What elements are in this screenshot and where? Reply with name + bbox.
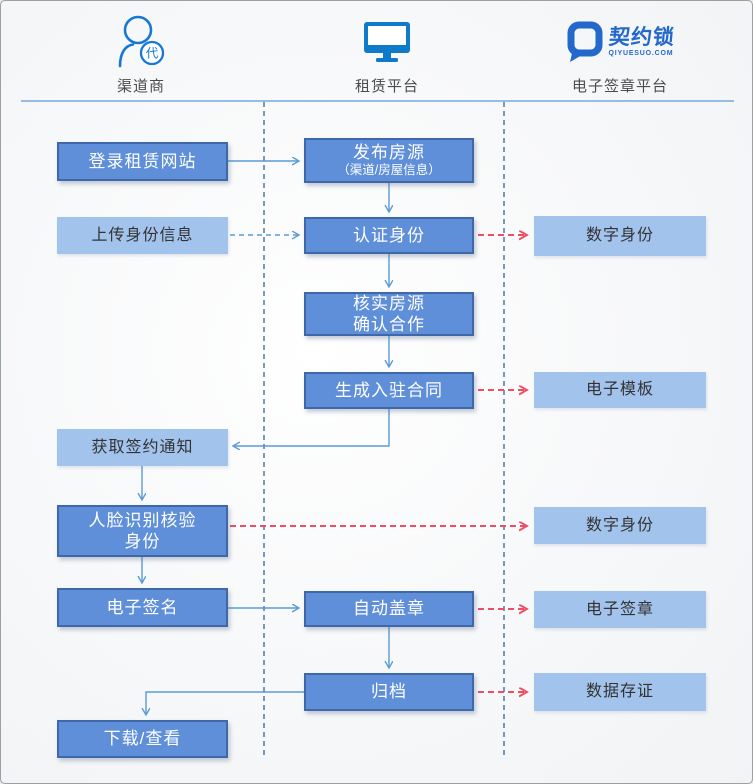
lane-header-channel: 代 渠道商 <box>56 13 226 96</box>
lane-label-platform: 租赁平台 <box>354 78 419 95</box>
node-generate-contract: 生成入驻合同 <box>304 372 474 409</box>
qiyuesuo-q-icon <box>567 21 602 62</box>
node-digital-identity-2-label: 数字身份 <box>585 516 654 534</box>
red-dashed-arrows <box>230 235 526 692</box>
node-authenticate-identity-label: 认证身份 <box>353 225 425 245</box>
node-auto-seal: 自动盖章 <box>304 591 474 627</box>
node-e-signature: 电子签名 <box>57 588 228 627</box>
node-auto-seal-label: 自动盖章 <box>353 599 425 619</box>
lane-label-esign-platform: 电子签章平台 <box>571 78 668 95</box>
lane-header-esign-platform: 契约锁 QIYUESUO.COM 电子签章平台 <box>535 13 705 96</box>
node-digital-identity-1-label: 数字身份 <box>585 227 654 244</box>
agent-badge-char: 代 <box>146 47 159 61</box>
node-verify-listing: 核实房源 确认合作 <box>304 292 474 336</box>
monitor-icon <box>363 13 411 71</box>
node-face-verify-label2: 身份 <box>124 532 161 551</box>
arrow-contract-to-notice <box>234 409 390 446</box>
node-publish-listing-label: 发布房源 <box>353 143 425 163</box>
logo-domain: QIYUESUO.COM <box>608 50 674 57</box>
node-face-verify-label: 人脸识别核验 <box>88 510 197 530</box>
node-verify-listing-label: 核实房源 <box>353 293 425 313</box>
node-generate-contract-label: 生成入驻合同 <box>335 380 443 400</box>
node-login-site-label: 登录租赁网站 <box>88 151 197 171</box>
agent-person-icon: 代 <box>113 13 169 71</box>
lane-header-platform: 租赁平台 <box>302 13 472 96</box>
qiyuesuo-logo: 契约锁 QIYUESUO.COM <box>566 21 676 63</box>
node-upload-identity-label: 上传身份信息 <box>91 226 194 244</box>
node-e-seal: 电子签章 <box>534 591 706 628</box>
node-face-verify: 人脸识别核验 身份 <box>57 505 228 557</box>
node-e-template-label: 电子模板 <box>585 381 654 398</box>
node-publish-listing: 发布房源 （渠道/房屋信息） <box>304 138 474 183</box>
node-upload-identity: 上传身份信息 <box>57 217 228 254</box>
node-download-view: 下载/查看 <box>57 720 228 758</box>
node-publish-listing-sublabel: （渠道/房屋信息） <box>337 163 441 178</box>
node-sign-notice: 获取签约通知 <box>57 429 228 466</box>
node-digital-identity-1: 数字身份 <box>534 216 706 256</box>
node-archive-label: 归档 <box>371 682 407 702</box>
lane-label-channel: 渠道商 <box>116 78 165 95</box>
solid-flow-arrows <box>142 161 389 714</box>
node-e-signature-label: 电子签名 <box>106 597 179 617</box>
node-sign-notice-label: 获取签约通知 <box>91 438 194 456</box>
arrow-archive-to-download <box>146 691 304 714</box>
node-verify-listing-label2: 确认合作 <box>353 315 425 334</box>
node-archive: 归档 <box>304 673 474 711</box>
node-data-evidence: 数据存证 <box>534 673 706 711</box>
node-e-seal-label: 电子签章 <box>585 600 654 618</box>
node-login-site: 登录租赁网站 <box>57 142 228 181</box>
node-e-template: 电子模板 <box>534 372 706 408</box>
node-authenticate-identity: 认证身份 <box>304 217 474 254</box>
node-data-evidence-label: 数据存证 <box>585 683 654 700</box>
node-download-view-label: 下载/查看 <box>103 729 182 749</box>
node-digital-identity-2: 数字身份 <box>534 507 706 544</box>
